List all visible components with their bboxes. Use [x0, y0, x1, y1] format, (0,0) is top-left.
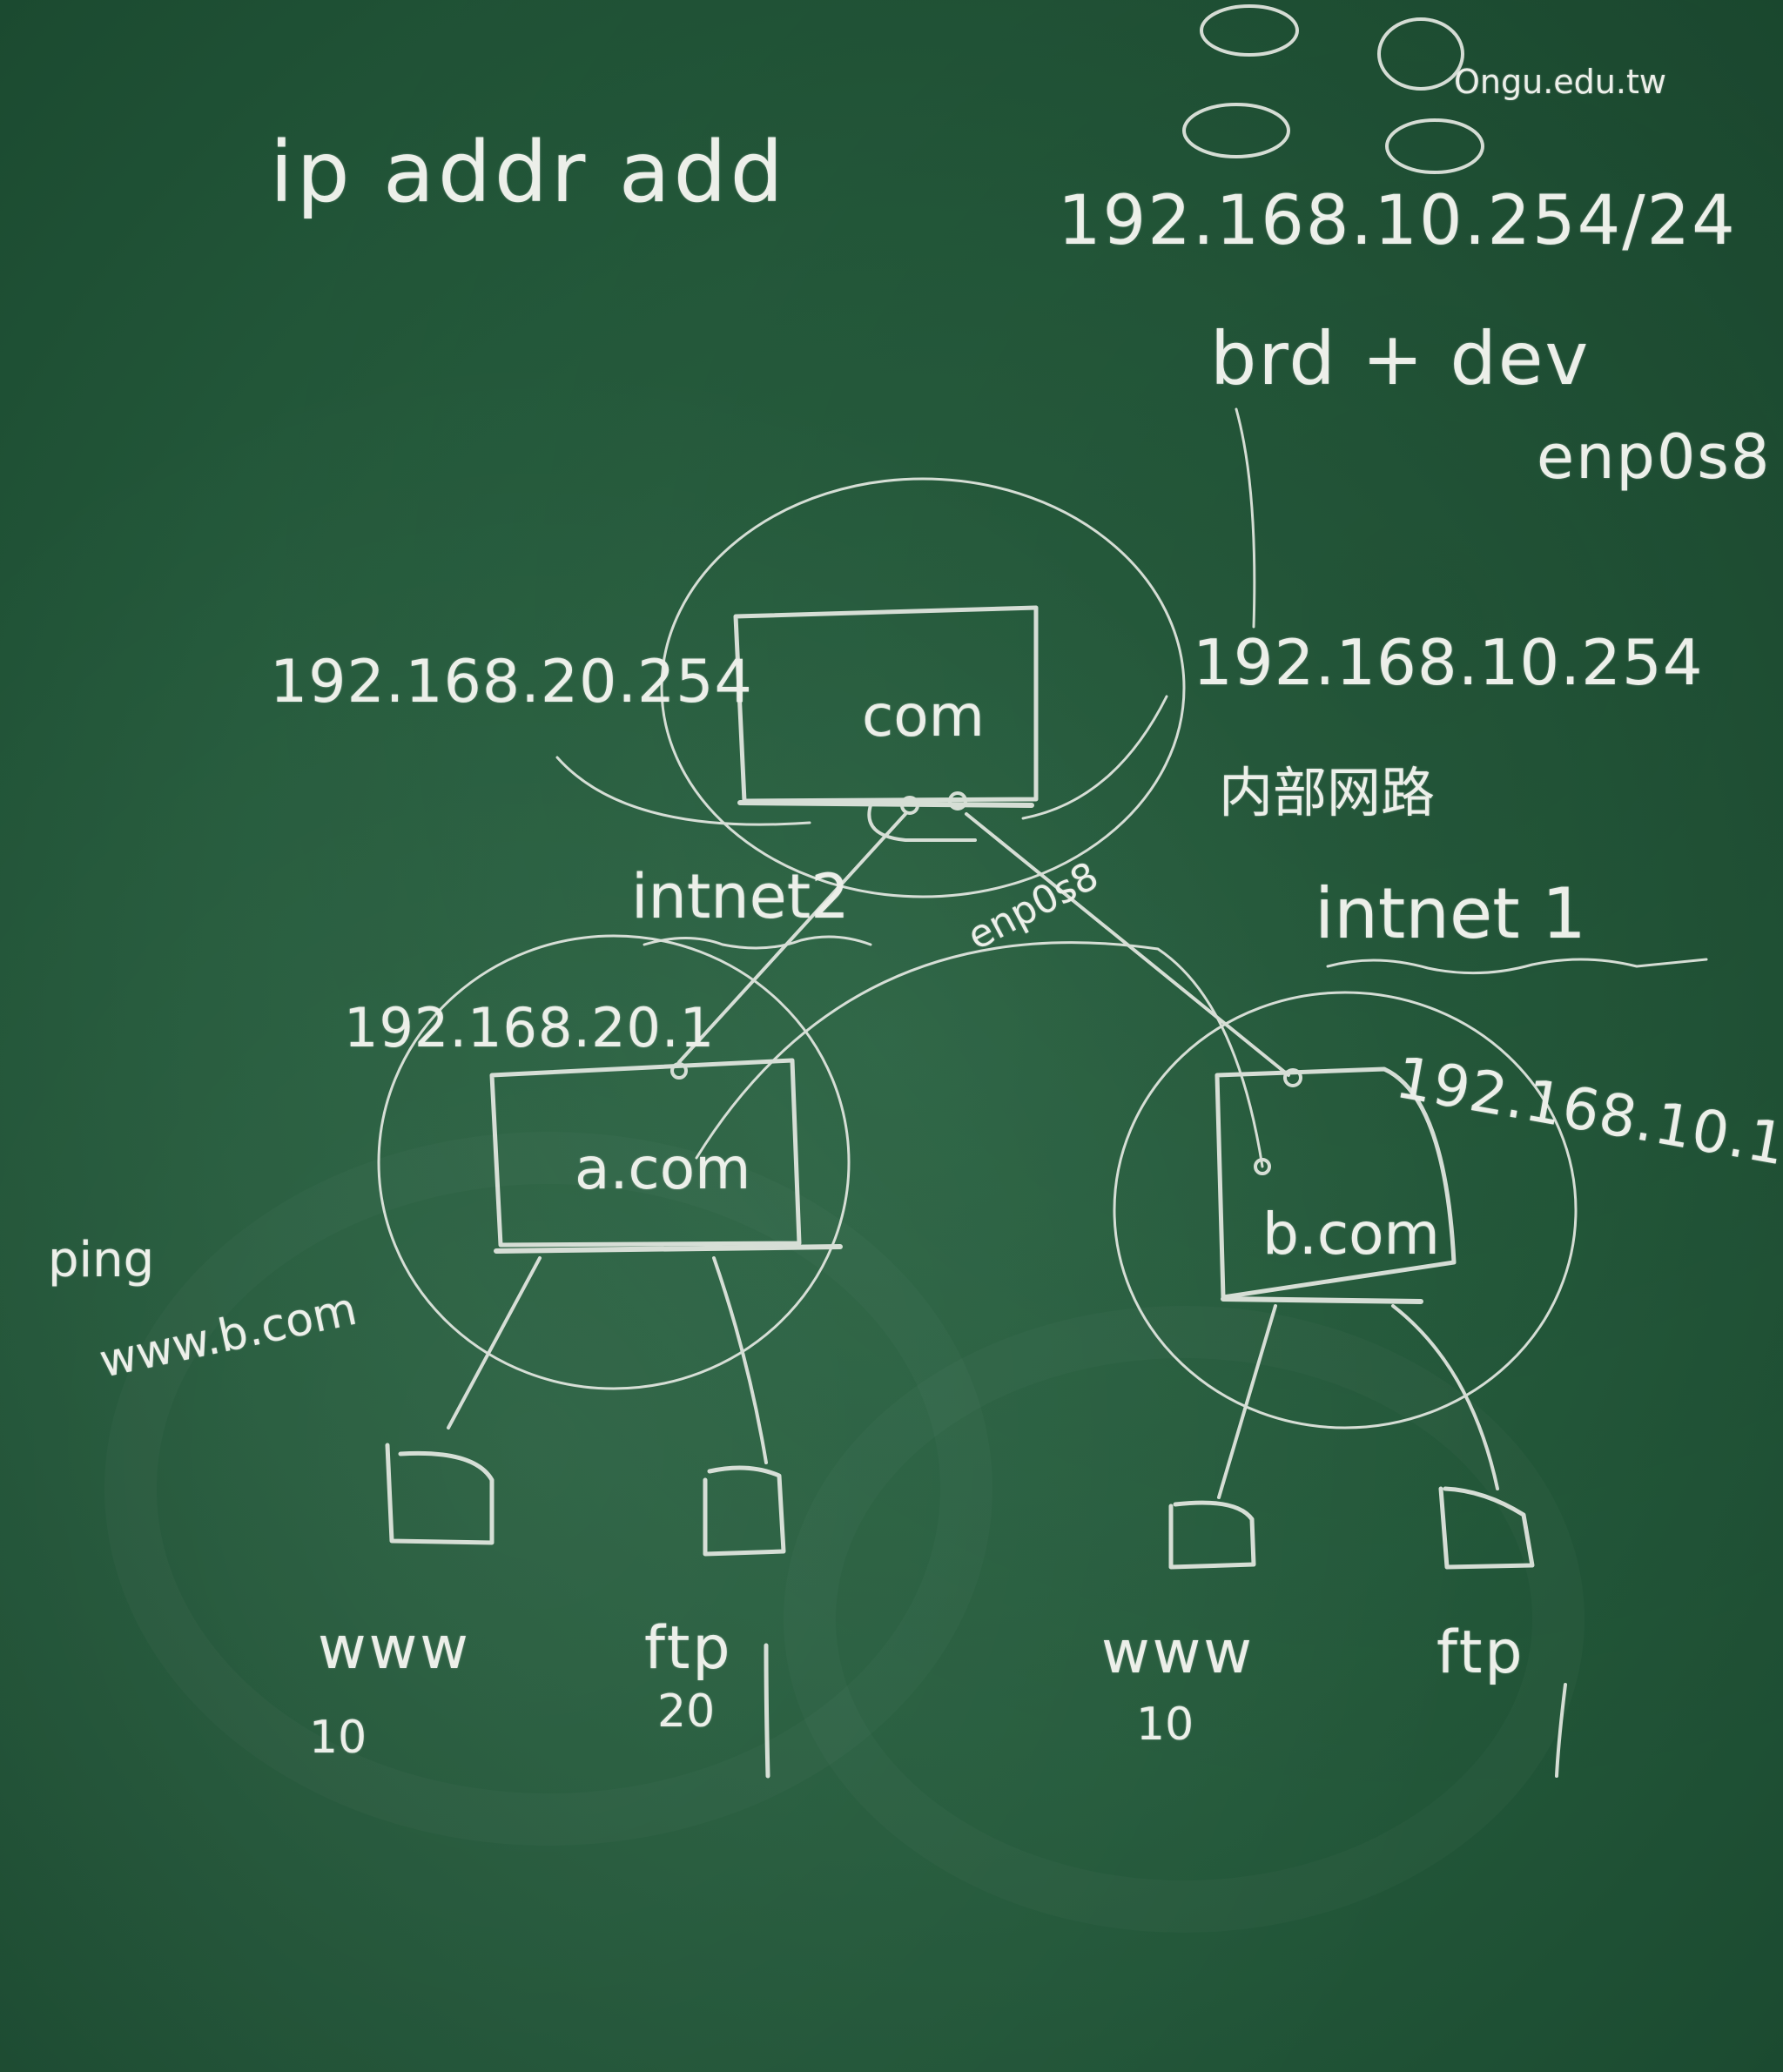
- router-label: com: [862, 683, 985, 750]
- host-b-link-ftp: [1391, 1304, 1499, 1490]
- router-circle: [660, 477, 1186, 898]
- link-enp0s8: [695, 941, 1264, 1168]
- router-ip-left: 192.168.20.254: [270, 648, 753, 716]
- host-b-www-label: www: [1101, 1618, 1255, 1687]
- chinese-note: 内部网路: [1219, 761, 1436, 824]
- ping-label: ping: [48, 1232, 155, 1288]
- corner-scribble: [1377, 17, 1464, 91]
- interface-dot: [670, 1062, 688, 1080]
- net-label-intnet1: intnet 1: [1315, 873, 1586, 954]
- ftp-mark: [1555, 1683, 1567, 1778]
- interface-dot: [1283, 1068, 1302, 1087]
- host-a-www-number: 10: [309, 1712, 367, 1764]
- host-a-label: a.com: [575, 1135, 751, 1202]
- interface-dot: [1254, 1158, 1271, 1175]
- interface-dot: [948, 791, 967, 811]
- host-b-circle: [1113, 991, 1578, 1430]
- command-ip: 192.168.10.254/24: [1058, 182, 1737, 260]
- host-a-ftp-number: 20: [657, 1685, 716, 1738]
- host-a-www-label: www: [318, 1614, 471, 1683]
- router-ip-right: 192.168.10.254: [1193, 626, 1704, 699]
- host-b-box: [1214, 1066, 1457, 1300]
- host-a-circle: [377, 934, 851, 1390]
- router-base: [737, 800, 1034, 808]
- server-box-ftp-a: [703, 1465, 786, 1557]
- annotation-line: [1235, 407, 1256, 629]
- router-stand: [867, 804, 977, 842]
- host-b-www-number: 10: [1136, 1699, 1194, 1751]
- corner-scribble: [1385, 118, 1484, 174]
- command-text-iface: enp0s8: [1537, 421, 1772, 493]
- host-a-link-ftp: [712, 1256, 768, 1464]
- command-text-brd-dev: brd + dev: [1210, 316, 1591, 401]
- corner-note: Ongu.edu.tw: [1454, 63, 1666, 101]
- command-text: ip addr add: [270, 124, 787, 221]
- host-b-label: b.com: [1262, 1201, 1440, 1268]
- server-box-www-a: [385, 1443, 495, 1545]
- underline-intnet2: [643, 935, 872, 950]
- host-b-base: [1221, 1296, 1423, 1304]
- host-a-ip: 192.168.20.1: [344, 996, 716, 1060]
- host-a-ftp-label: ftp: [644, 1614, 733, 1683]
- ftp-mark: [764, 1643, 770, 1779]
- host-a-base: [494, 1244, 843, 1254]
- router-arc: [1021, 695, 1168, 820]
- host-b-ftp-label: ftp: [1436, 1618, 1525, 1687]
- interface-dot: [900, 796, 919, 815]
- host-a-box: [489, 1058, 802, 1248]
- router-arc: [555, 756, 811, 826]
- server-box-www-b: [1168, 1500, 1256, 1570]
- underline-intnet1: [1326, 958, 1708, 975]
- net-label-intnet2: intnet2: [631, 861, 850, 932]
- server-box-ftp-b: [1438, 1486, 1535, 1570]
- router-box: [733, 605, 1039, 804]
- link-intnet2: [677, 812, 907, 1064]
- host-a-link-www: [447, 1256, 542, 1430]
- host-b-link-www: [1217, 1304, 1277, 1499]
- corner-scribble: [1182, 103, 1290, 158]
- corner-scribble: [1200, 4, 1299, 57]
